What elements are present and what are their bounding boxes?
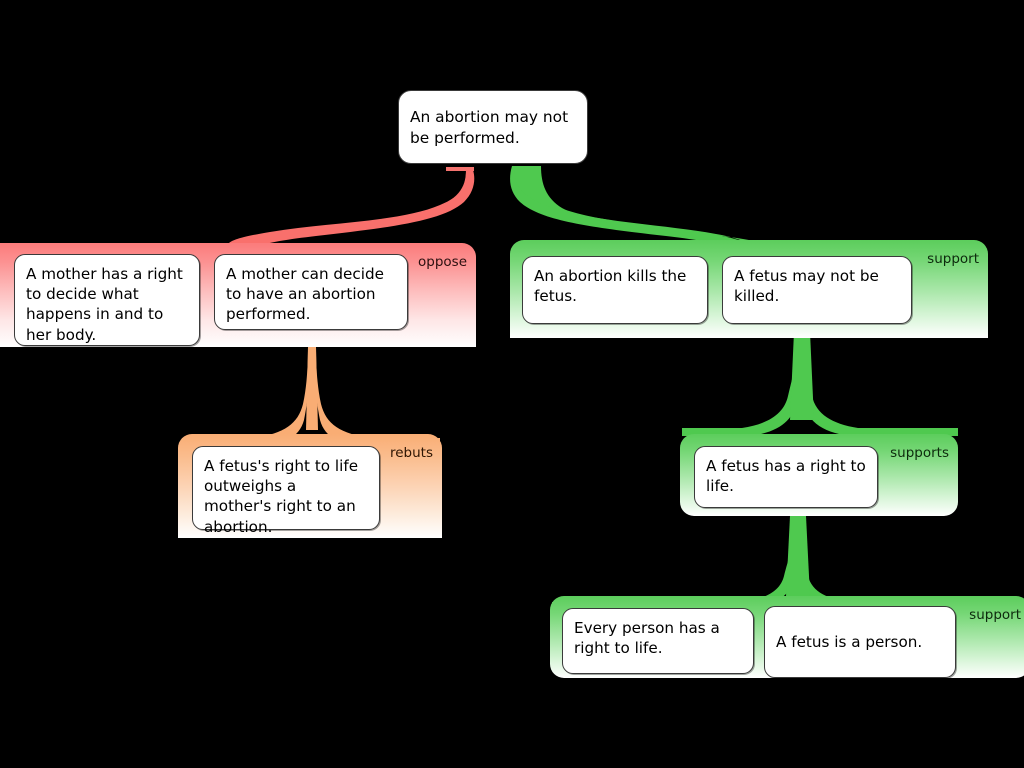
- connector-oppose-to-rebuts: [312, 347, 440, 446]
- connector-root-to-oppose: [228, 170, 473, 252]
- card-supports-1[interactable]: A fetus has a right to life.: [694, 446, 878, 508]
- card-supports-1-text: A fetus has a right to life.: [706, 457, 866, 496]
- connector-oppose-to-rebuts-left: [182, 347, 312, 446]
- connector-root-oppose-stub: [446, 167, 474, 171]
- card-support-bottom-1-text: Every person has a right to life.: [574, 619, 720, 658]
- card-support-top-1-text: An abortion kills the fetus.: [534, 267, 687, 306]
- card-rebuts-1[interactable]: A fetus's right to life outweighs a moth…: [192, 446, 380, 536]
- connector-support-to-supports: [796, 332, 958, 436]
- card-support-top-1[interactable]: An abortion kills the fetus.: [522, 256, 708, 324]
- card-support-bottom-1[interactable]: Every person has a right to life.: [562, 608, 754, 674]
- card-oppose-2-text: A mother can decide to have an abortion …: [226, 265, 384, 324]
- card-oppose-1[interactable]: A mother has a right to decide what happ…: [14, 254, 200, 346]
- root-node-text: An abortion may not be performed.: [410, 108, 569, 147]
- card-support-bottom-2[interactable]: A fetus is a person.: [764, 606, 956, 678]
- card-oppose-1-text: A mother has a right to decide what happ…: [26, 265, 183, 344]
- group-label-rebuts: rebuts: [389, 445, 433, 461]
- connector-oppose-ribbon-body: [222, 170, 475, 252]
- group-label-supports: supports: [890, 445, 949, 461]
- root-node[interactable]: An abortion may not be performed.: [398, 90, 588, 164]
- card-support-top-2[interactable]: A fetus may not be killed.: [722, 256, 912, 324]
- card-rebuts-1-text: A fetus's right to life outweighs a moth…: [204, 457, 359, 536]
- group-label-support-top: support: [927, 251, 979, 267]
- connector-support-to-supports-left: [682, 332, 804, 436]
- group-label-support-bottom: support: [969, 607, 1021, 623]
- card-support-bottom-2-text: A fetus is a person.: [776, 633, 923, 652]
- connector-support-bottom-stem: [786, 516, 810, 596]
- card-support-top-2-text: A fetus may not be killed.: [734, 267, 879, 306]
- card-oppose-2[interactable]: A mother can decide to have an abortion …: [214, 254, 408, 330]
- connector-supports-stem: [790, 332, 814, 420]
- group-label-oppose: oppose: [418, 254, 467, 270]
- connector-oppose-rebuts-stem: [306, 347, 318, 430]
